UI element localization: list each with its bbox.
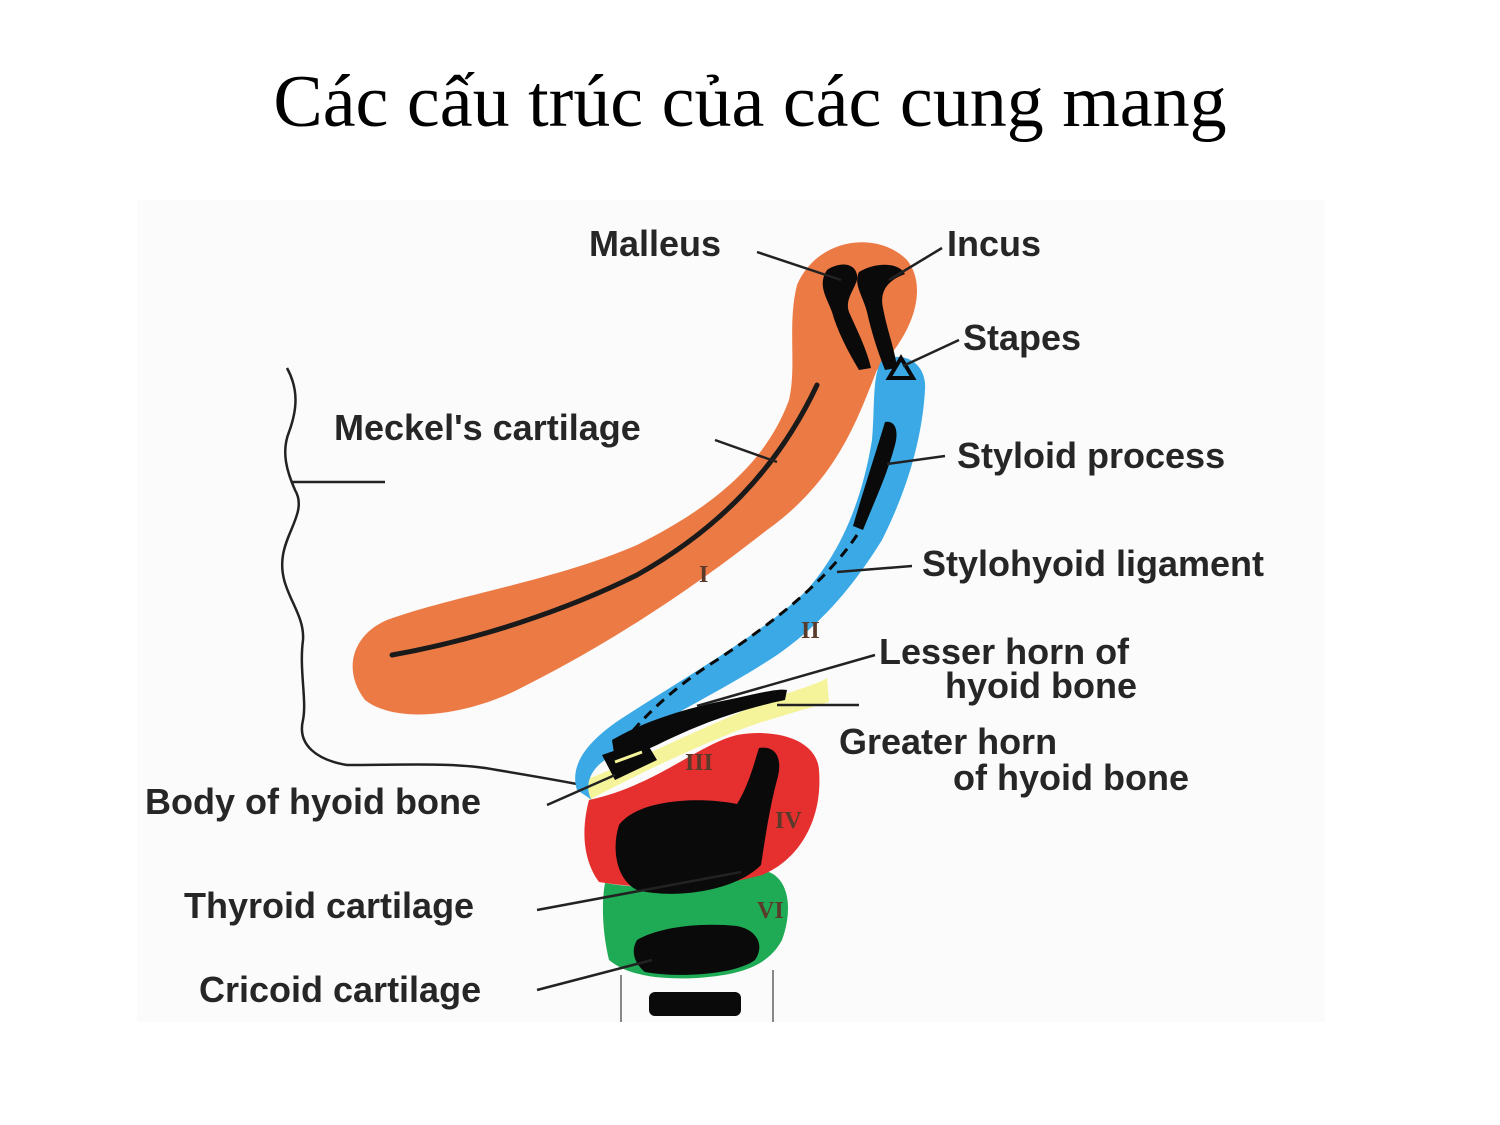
leader-lesser-horn bbox=[696, 653, 876, 708]
diagram-svg: I II III IV VI bbox=[280, 242, 960, 1022]
lesser-horn-shape bbox=[612, 689, 787, 760]
leader-meckel bbox=[714, 438, 778, 464]
thyroid-cartilage-shape bbox=[615, 747, 780, 894]
label-greater-horn-line1: Greater horn bbox=[839, 721, 1058, 762]
label-thyroid-cartilage: Thyroid cartilage bbox=[184, 885, 475, 926]
label-malleus: Malleus bbox=[589, 223, 722, 264]
slide-title: Các cấu trúc của các cung mang bbox=[273, 61, 1227, 143]
leader-stylohyoid bbox=[836, 564, 913, 574]
styloid-process-shape bbox=[853, 421, 897, 530]
arch-numeral-IV: IV bbox=[775, 808, 802, 834]
label-body-of-hyoid-bone: Body of hyoid bone bbox=[145, 781, 481, 822]
malleus-shape bbox=[822, 264, 871, 370]
label-meckels-cartilage: Meckel's cartilage bbox=[334, 407, 641, 448]
label-stylohyoid-ligament: Stylohyoid ligament bbox=[922, 543, 1265, 584]
arch-numeral-II: II bbox=[801, 618, 820, 644]
leader-cricoid bbox=[536, 958, 653, 992]
stapes-shape bbox=[885, 354, 917, 380]
cricoid-cartilage-shape bbox=[633, 924, 760, 975]
trachea-ring bbox=[649, 992, 741, 1016]
label-greater-horn-line2: of hyoid bone bbox=[953, 757, 1189, 798]
arch-numeral-VI: VI bbox=[757, 898, 784, 924]
leader-thyroid bbox=[536, 870, 742, 912]
incus-shape bbox=[857, 264, 905, 370]
arch-numeral-I: I bbox=[699, 562, 708, 588]
hyoid-body-shape bbox=[602, 740, 657, 780]
label-incus: Incus bbox=[947, 223, 1042, 264]
label-styloid-process: Styloid process bbox=[957, 435, 1226, 476]
leader-incus bbox=[888, 246, 943, 282]
leader-stapes bbox=[902, 338, 960, 368]
label-stapes: Stapes bbox=[963, 317, 1082, 358]
label-lesser-horn-line2: hyoid bone bbox=[945, 665, 1137, 706]
label-lesser-horn-line1: Lesser horn of bbox=[879, 631, 1130, 672]
label-cricoid-cartilage: Cricoid cartilage bbox=[199, 969, 482, 1010]
meckels-cartilage-line bbox=[389, 382, 820, 658]
pharyngeal-arch-diagram: I II III IV VI Malleus Incus Stapes Meck… bbox=[137, 200, 1325, 1022]
leader-lines bbox=[536, 246, 960, 992]
leader-styloid bbox=[886, 454, 946, 466]
face-profile-outline bbox=[280, 367, 583, 787]
leader-body-hyoid bbox=[546, 773, 616, 807]
arch-1-orange bbox=[352, 242, 917, 715]
stylohyoid-ligament-dashed bbox=[613, 534, 859, 756]
leader-malleus bbox=[756, 250, 842, 282]
hyoid-body-detail bbox=[614, 750, 643, 764]
arch-3-yellow bbox=[585, 678, 829, 800]
arch-numeral-III: III bbox=[685, 750, 713, 776]
